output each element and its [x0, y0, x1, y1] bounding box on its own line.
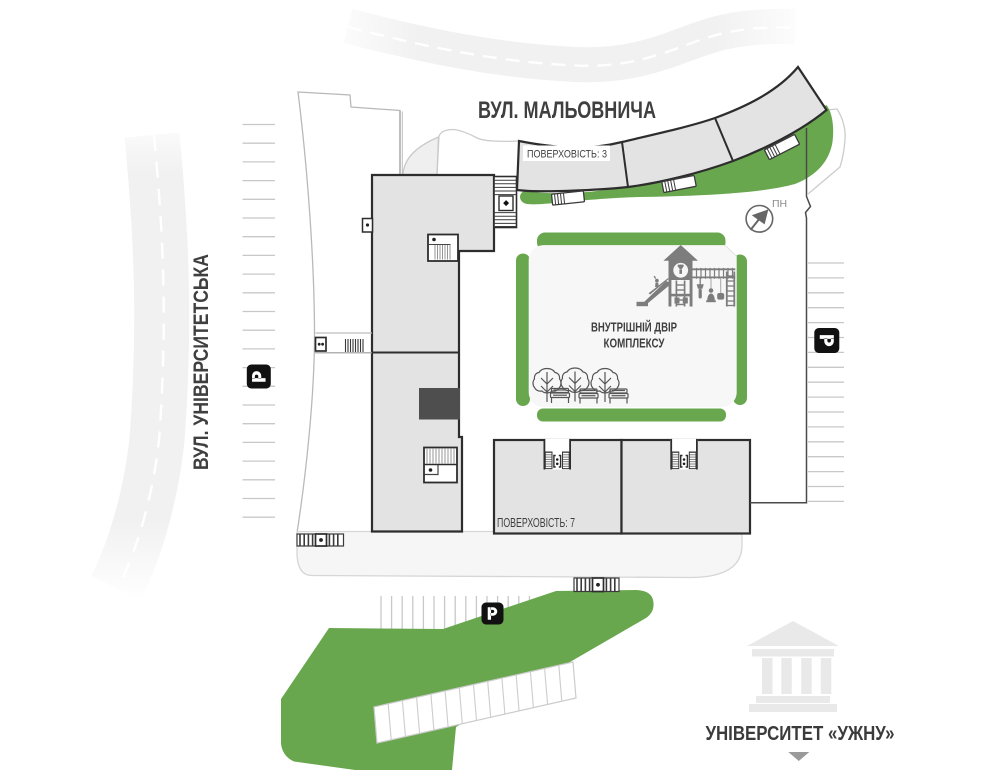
svg-text:ПН: ПН [772, 198, 787, 210]
svg-text:ВУЛ. МАЛЬОВНИЧА: ВУЛ. МАЛЬОВНИЧА [478, 97, 656, 124]
svg-text:ПОВЕРХОВІСТЬ: 3: ПОВЕРХОВІСТЬ: 3 [527, 149, 607, 161]
svg-text:ВУЛ. УНІВЕРСИТЕТСЬКА: ВУЛ. УНІВЕРСИТЕТСЬКА [189, 254, 213, 470]
svg-text:УНІВЕРСИТЕТ «УЖНУ»: УНІВЕРСИТЕТ «УЖНУ» [706, 722, 895, 745]
svg-text:КОМПЛЕКСУ: КОМПЛЕКСУ [604, 336, 666, 351]
svg-text:ПОВЕРХОВІСТЬ: 7: ПОВЕРХОВІСТЬ: 7 [497, 516, 575, 530]
svg-text:ВНУТРІШНІЙ ДВІР: ВНУТРІШНІЙ ДВІР [591, 320, 677, 335]
